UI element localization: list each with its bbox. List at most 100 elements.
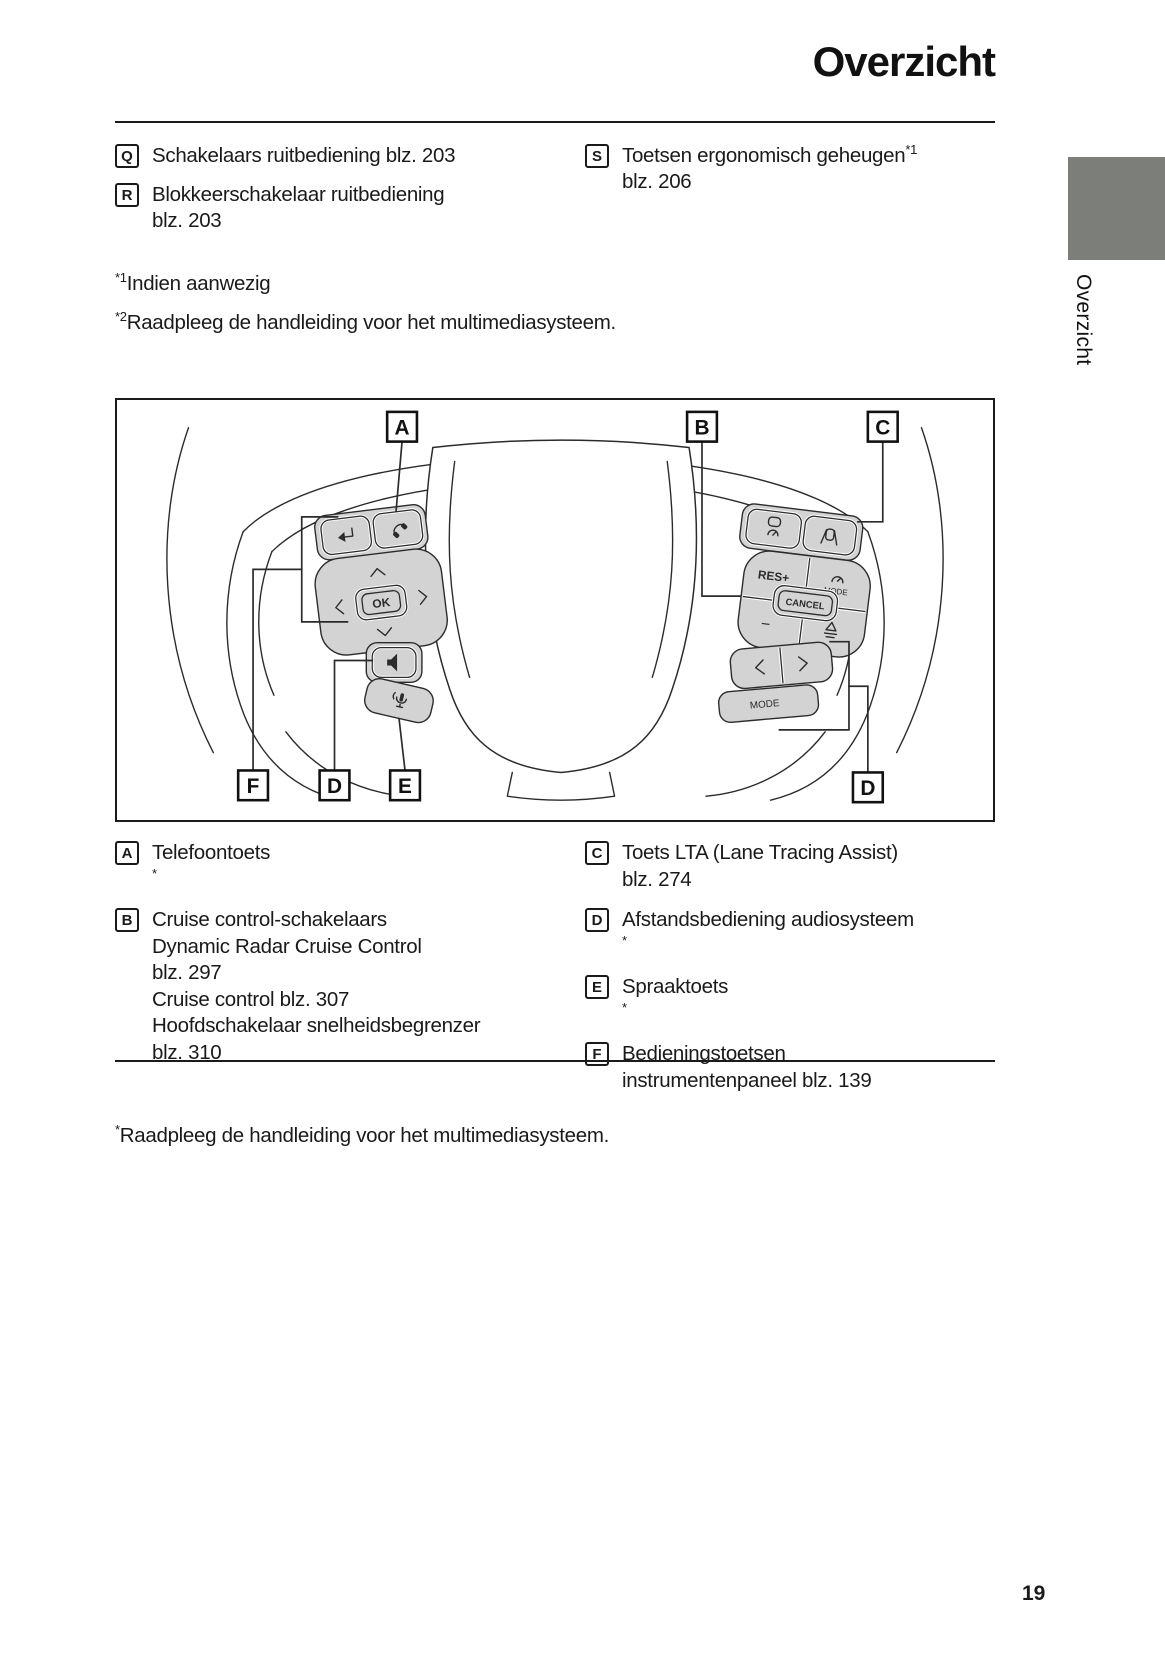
connector-e [398,718,406,772]
page-title: Overzicht [812,38,996,85]
legend-e-text: Spraaktoets* [622,974,728,1027]
legend-b-line: Cruise control blz. 307 [152,987,350,1011]
connector-b [701,440,741,597]
connector-c [857,440,884,523]
legend-item-c: C Toets LTA (Lane Tracing Assist) blz. 2… [585,840,997,893]
callout-c: C [866,410,899,443]
header-item-s-line1: Toetsen ergonomisch geheugen*1 [622,142,918,167]
back-icon-line [341,527,354,539]
phone-icon [393,523,408,539]
pad-inner-line [448,460,471,679]
voice-plate [364,678,434,724]
right-arrow-icon [418,589,428,605]
mode-small-label: MODE [823,586,848,598]
right-top-button-pair [739,503,864,561]
lta-button [801,514,859,557]
seek-divider [779,647,784,684]
gauge-icon-dial [831,576,844,584]
marker-box-s: S [585,144,609,168]
pad-outline [424,439,698,774]
legend-marker-e: E [585,975,609,999]
connector-d2 [848,685,869,774]
drcc-button [744,507,803,550]
drcc-button-outline [745,508,803,549]
legend-b-line: blz. 310 [152,1040,222,1064]
legend-c-line: blz. 274 [622,867,692,891]
legend-item-b: B Cruise control-schakelaars Dynamic Rad… [115,907,565,1066]
footnote-bottom-text: Raadpleeg de handleiding voor het multim… [119,1124,610,1147]
footnote-2-sup: *2 [115,309,127,325]
legend-marker-a: A [115,841,139,865]
callout-a: A [385,410,419,443]
minus-label: − [760,616,771,634]
drcc-icon-car [767,516,782,528]
callout-e: E [388,769,422,802]
header-item-q: Q Schakelaars ruitbediening blz. 203 [115,143,565,169]
left-dpad-cluster: OK [314,548,448,656]
connector-f [252,568,303,772]
legend-left-column: A Telefoontoets* B Cruise control-schake… [115,840,565,1066]
legend-a-text: Telefoontoets* [152,840,270,893]
header-item-r-line2: blz. 203 [152,209,222,232]
footnote-1-sup: *1 [115,270,127,286]
legend-f-text: Bedieningstoetsen instrumentenpaneel blz… [622,1041,872,1094]
steering-wheel-diagram: OK [166,410,944,804]
wheel-line [895,427,944,754]
wheel-line [166,427,215,754]
header-item-s: S Toetsen ergonomisch geheugen*1 blz. 20… [585,143,995,195]
callout-c-letter: C [875,417,890,440]
legend-b-line: Dynamic Radar Cruise Control [152,934,422,958]
legend-item-d: D Afstandsbediening audiosysteem* [585,907,997,960]
footnote-1: *1Indien aanwezig [115,270,271,296]
callout-d-letter: D [327,775,342,798]
legend-a-line: Telefoontoets* [152,841,271,881]
sidebar-tab [1068,157,1165,260]
lta-button-outline [802,515,858,556]
callout-a-box [385,410,419,443]
footnote-2: *2Raadpleeg de handleiding voor het mult… [115,309,617,335]
wheel-line [258,550,275,696]
pad-inner-line [651,460,674,679]
lta-icon [820,528,838,546]
phone-icon-mouth [401,523,408,530]
down-arrow-icon [376,627,393,637]
airbag-pad-art [424,439,698,801]
left-top-button-pair [314,504,429,561]
bottom-divider [115,1060,995,1062]
gauge-icon [831,576,844,584]
next-icon [797,656,808,672]
connector-a [395,440,403,512]
legend-d-text: Afstandsbediening audiosysteem* [622,907,914,960]
limiter-icon-shape [823,621,838,639]
wheel-line [705,731,826,797]
drcc-icon [767,516,782,537]
volume-button-group [365,641,423,684]
footnote-2-text: Raadpleeg de handleiding voor het multim… [126,311,617,334]
ok-button-inner [361,589,402,616]
legend-e-sup: * [622,999,627,1015]
audio-mode-cluster: MODE [717,684,820,724]
legend-a-sup: * [152,865,157,881]
callout-b: B [685,410,719,443]
cruise-control-cluster: RES+ MODE CANCEL − [737,550,871,658]
ok-label: OK [372,595,392,611]
callout-f: F [236,769,270,802]
ok-button-outline [355,584,408,621]
legend-e-line: Spraaktoets* [622,975,729,1015]
header-item-s-text: Toetsen ergonomisch geheugen*1 blz. 206 [622,143,917,195]
audio-seek-cluster [729,641,834,690]
legend-marker-b: B [115,908,139,932]
legend-c-text: Toets LTA (Lane Tracing Assist) blz. 274 [622,840,898,893]
mode-plate [717,684,820,724]
left-arrow-icon [335,599,345,615]
back-icon [337,527,354,542]
page-number: 19 [1022,1582,1046,1605]
pad-bottom-tab [506,771,616,801]
voice-icon [392,691,408,709]
connector-d [333,659,374,772]
header-item-s-line2: blz. 206 [622,170,692,193]
callout-d2-box [851,771,885,804]
drcc-icon-gauge [767,529,779,537]
back-icon-head [337,532,346,542]
legend-item-f: F Bedieningstoetsen instrumentenpaneel b… [585,1041,997,1094]
